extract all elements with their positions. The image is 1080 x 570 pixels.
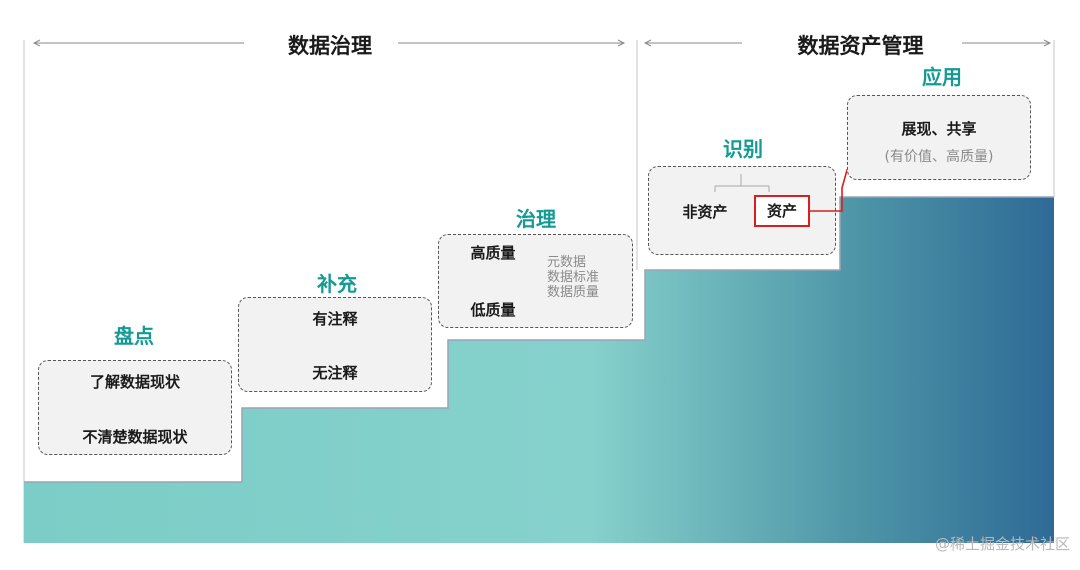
- governance-item-data-quality: 数据质量: [547, 285, 600, 300]
- governance-item-metadata: 元数据: [547, 255, 587, 270]
- asset-management-header-title: 数据资产管理: [760, 30, 961, 60]
- supplement-stage-title: 补充: [317, 272, 357, 296]
- governance-header-title: 数据治理: [262, 30, 398, 60]
- inventory-stage-box: [38, 360, 232, 455]
- asset-highlight-box: 资产: [754, 195, 810, 227]
- inventory-stage-title: 盘点: [114, 324, 154, 348]
- identify-split-connector: [714, 174, 770, 192]
- governance-stage-title: 治理: [516, 207, 556, 231]
- governance-bottom-label: 低质量: [470, 301, 516, 319]
- inventory-bottom-label: 不清楚数据现状: [82, 428, 188, 446]
- staircase-edge: [24, 196, 1054, 483]
- governance-item-list: 元数据 数据标准 数据质量: [547, 255, 627, 300]
- identify-stage-title: 识别: [723, 137, 763, 161]
- governance-stage-box: [438, 234, 633, 328]
- governance-item-data-standard: 数据标准: [547, 270, 600, 285]
- supplement-top-label: 有注释: [312, 310, 358, 328]
- supplement-bottom-label: 无注释: [312, 364, 358, 382]
- governance-top-label: 高质量: [470, 244, 516, 262]
- supplement-stage-box: [238, 297, 432, 392]
- identify-stage-box: [648, 166, 836, 255]
- non-asset-label: 非资产: [682, 203, 728, 221]
- apply-main-label: 展现、共享: [901, 120, 977, 138]
- staircase-fill: [24, 197, 1054, 543]
- watermark-text: @稀土掘金技术社区: [934, 535, 1070, 553]
- apply-sub-label: (有价值、高质量): [884, 149, 994, 165]
- asset-management-span-arrow: [643, 39, 1052, 47]
- apply-stage-title: 应用: [922, 65, 962, 89]
- asset-label: 资产: [766, 202, 797, 220]
- governance-span-arrow: [32, 39, 626, 47]
- inventory-top-label: 了解数据现状: [89, 373, 180, 391]
- apply-stage-box: [847, 95, 1031, 180]
